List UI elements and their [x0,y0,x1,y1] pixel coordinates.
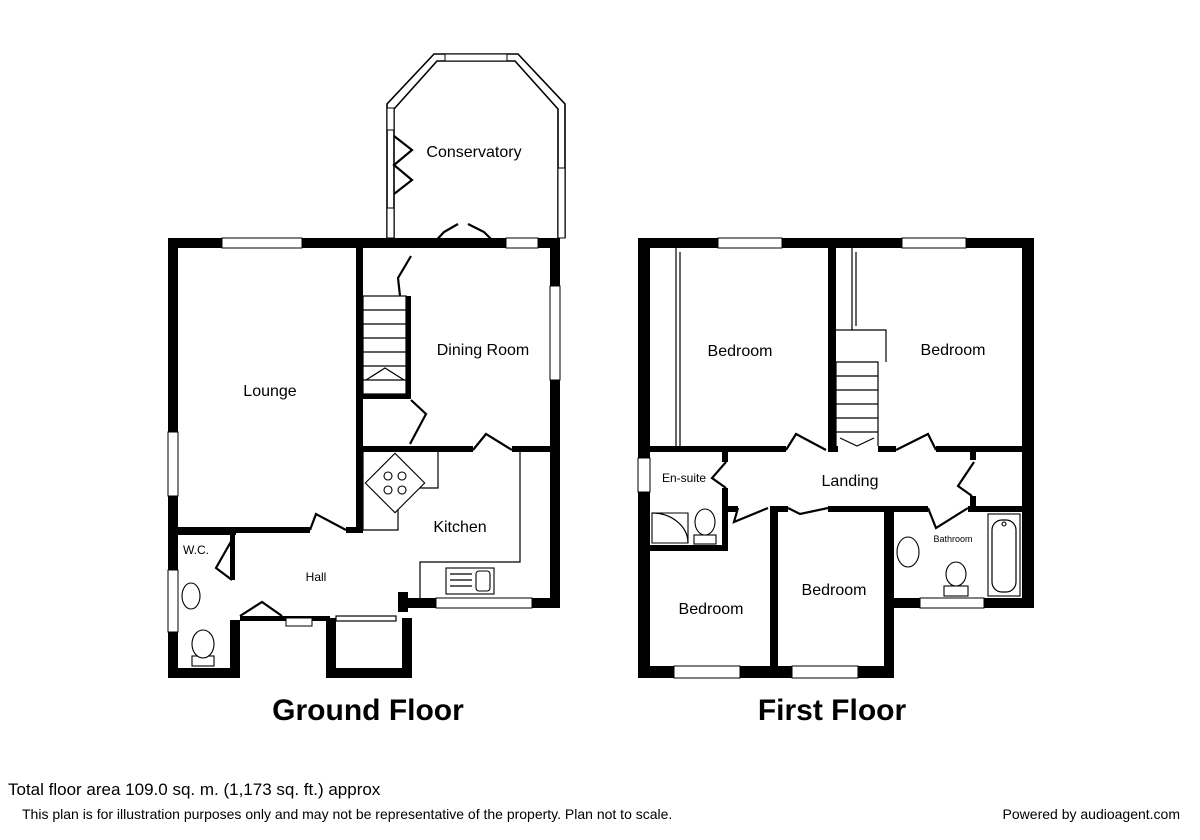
ground-floor-plan: Conservatory Lounge Dining Room Kitchen … [167,53,566,727]
ground-interior-walls [178,248,550,621]
powered-by-credit: Powered by audioagent.com [1002,806,1180,822]
first-floor-plan: Bedroom Bedroom Landing En-suite Bathroo… [637,237,1034,727]
floor-title-first: First Floor [758,694,907,727]
first-doors [710,432,975,530]
bathroom-fittings [896,513,1021,597]
room-label-bathroom: Bathroom [933,534,972,544]
first-interior-walls [650,248,1022,674]
ground-windows [167,237,561,633]
ensuite-fittings [651,508,717,545]
total-floor-area: Total floor area 109.0 sq. m. (1,173 sq.… [8,780,381,799]
plan-disclaimer: This plan is for illustration purposes o… [22,806,673,822]
wc-fittings [181,582,215,667]
room-label-bedroom-1: Bedroom [708,343,773,360]
ground-stairs [362,295,407,395]
kitchen-fittings [362,452,521,598]
first-stairs [835,361,879,447]
ground-doors [214,223,513,622]
ground-outer-walls [168,238,560,678]
room-label-lounge: Lounge [243,383,296,400]
first-wardrobes [675,248,887,446]
room-label-bedroom-2: Bedroom [921,342,986,359]
room-label-conservatory: Conservatory [426,144,521,161]
room-label-bedroom-4: Bedroom [802,582,867,599]
room-label-bedroom-3: Bedroom [679,601,744,618]
room-label-wc: W.C. [183,543,209,557]
first-windows [637,237,985,679]
room-label-en-suite: En-suite [662,471,706,485]
room-label-dining-room: Dining Room [437,342,529,359]
floor-title-ground: Ground Floor [272,694,464,727]
room-label-hall: Hall [306,570,327,584]
room-label-kitchen: Kitchen [433,519,486,536]
room-label-landing: Landing [822,473,879,490]
